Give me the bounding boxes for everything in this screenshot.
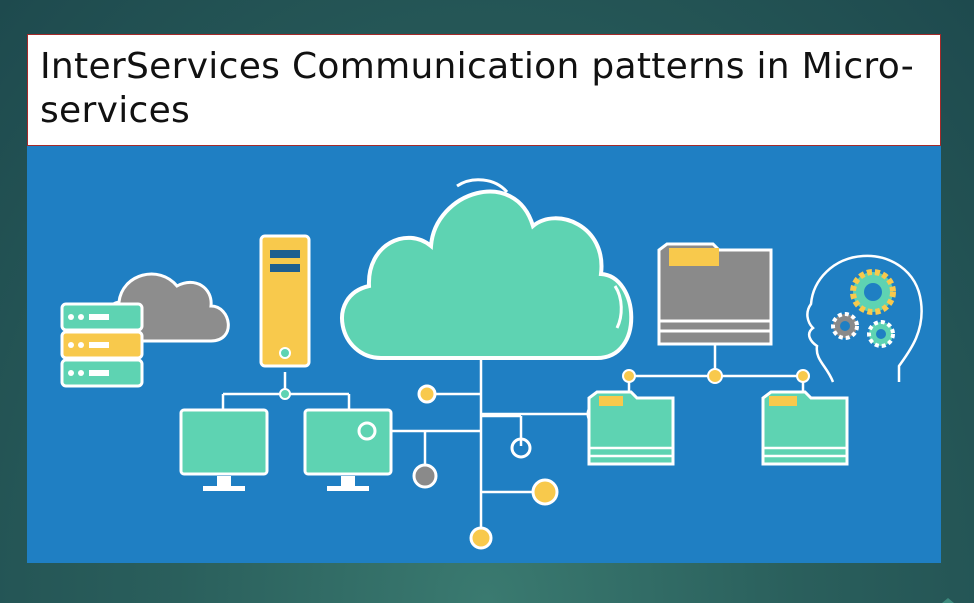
- corner-triangle: [942, 598, 954, 603]
- network-illustration: [27, 146, 941, 563]
- title-box: InterServices Communication patterns in …: [27, 34, 941, 146]
- network-nodes: [412, 384, 612, 550]
- slide-title: InterServices Communication patterns in …: [40, 46, 915, 131]
- folder-icon: [761, 390, 849, 466]
- document-tray-icon: [622, 242, 810, 384]
- brain-gears-icon: [806, 254, 923, 383]
- monitor-icon: [179, 408, 269, 491]
- tower-server-icon: [259, 234, 311, 400]
- big-cloud-icon: [340, 178, 634, 360]
- server-rack-icon: [60, 272, 230, 388]
- monitor-icon: [303, 408, 393, 491]
- folder-icon: [587, 390, 675, 466]
